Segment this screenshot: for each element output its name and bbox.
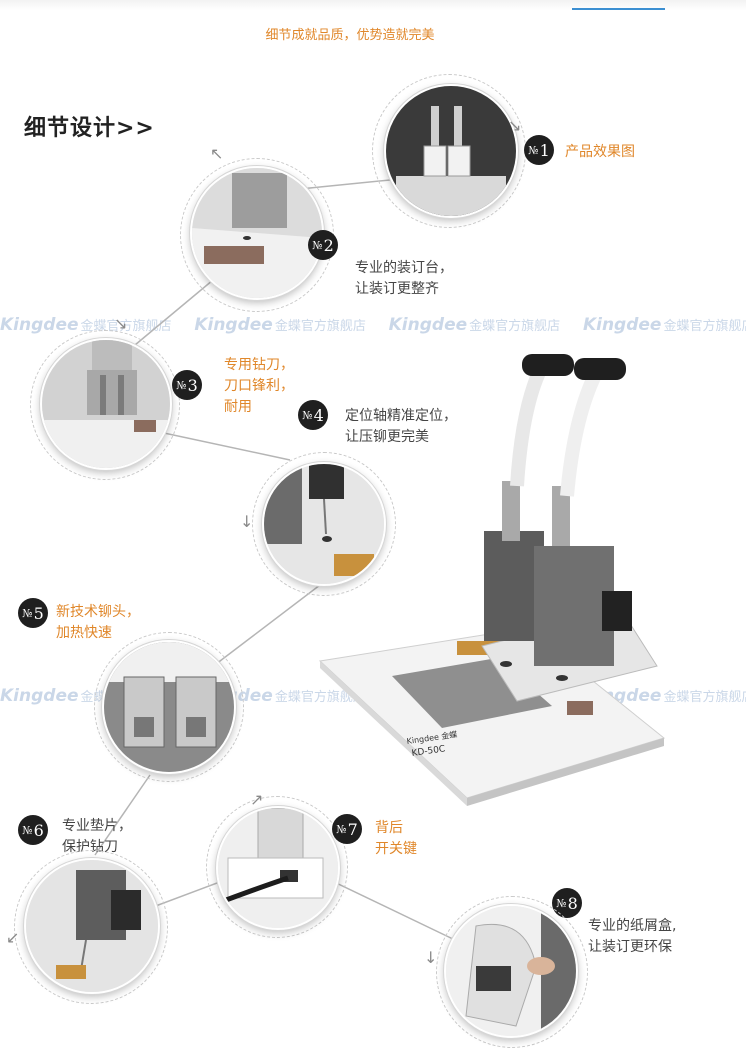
callout-text-1: 产品效果图 xyxy=(565,144,635,160)
callout-text-5: 新技术铆头，加热快速 xyxy=(56,604,140,641)
detail-image-8-drawing xyxy=(446,906,576,1036)
page-headline: 细节成就品质，优势造就完美 xyxy=(265,28,435,43)
dashed-ring xyxy=(94,632,244,782)
detail-image-6 xyxy=(24,858,160,994)
detail-image-2 xyxy=(190,166,324,300)
section-title: 细节设计>> xyxy=(24,116,155,141)
callout-text-8: 专业的纸屑盒,让装订更环保 xyxy=(588,918,677,955)
detail-image-6-drawing xyxy=(26,860,158,992)
detail-image-7-drawing xyxy=(218,808,338,928)
curved-arrow-icon: ↗ xyxy=(250,790,264,809)
dashed-ring xyxy=(252,452,396,596)
dashed-ring xyxy=(30,330,180,480)
dashed-ring xyxy=(14,850,168,1004)
detail-image-3 xyxy=(40,338,172,470)
callout-text-4: 定位轴精准定位，让压铆更完美 xyxy=(345,408,457,445)
curved-arrow-icon: ↘ xyxy=(508,116,522,135)
detail-image-3-drawing xyxy=(42,340,170,468)
detail-image-7 xyxy=(216,806,340,930)
callout-text-7: 背后开关键 xyxy=(375,820,417,857)
curved-arrow-icon: ↓ xyxy=(424,948,438,967)
machine-model-label: KD-50C xyxy=(411,744,446,759)
top-divider xyxy=(0,0,746,10)
callout-text-2: 专业的装订台，让装订更整齐 xyxy=(355,260,453,297)
detail-image-2-drawing xyxy=(192,168,322,298)
dashed-ring xyxy=(206,796,348,938)
top-accent-bar xyxy=(572,8,665,10)
curved-arrow-icon: ↘ xyxy=(114,314,128,333)
detail-image-8 xyxy=(444,904,578,1038)
callout-text-3: 专用钻刀，刀口锋利，耐用 xyxy=(224,357,294,415)
detail-image-1-drawing xyxy=(386,86,516,216)
curved-arrow-icon: ↓ xyxy=(240,512,254,531)
detail-image-5 xyxy=(102,640,236,774)
product-machine-image: Kingdee 金蝶 KD-50C xyxy=(318,354,666,806)
detail-image-1 xyxy=(384,84,518,218)
detail-image-5-drawing xyxy=(104,642,234,772)
curved-arrow-icon: ↖ xyxy=(210,144,224,163)
curved-arrow-icon: ↙ xyxy=(6,928,20,947)
detail-image-4 xyxy=(262,462,386,586)
